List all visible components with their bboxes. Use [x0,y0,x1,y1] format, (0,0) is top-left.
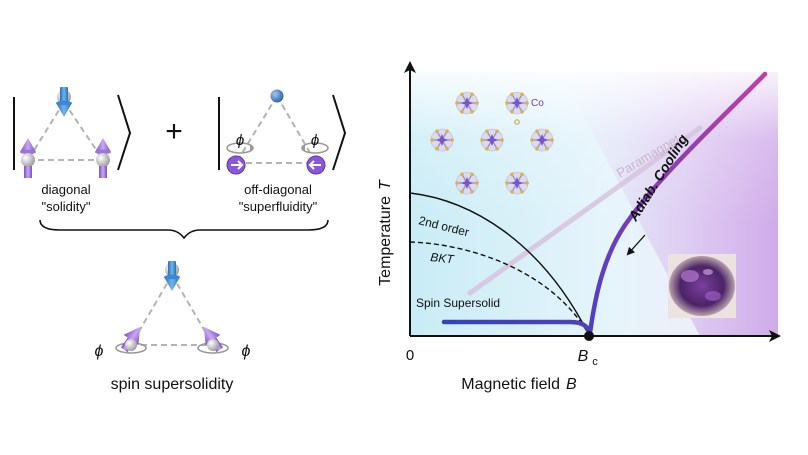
supersolidity-label: spin supersolidity [111,376,234,393]
spin-up-purple-left [20,138,36,178]
critical-point [584,331,594,341]
adiabatic-cooling-curve [441,71,768,342]
plus-sign: + [165,115,183,148]
x-axis-symbol: B [566,376,577,393]
phase-diagram: Co Paramagnet 2nd order BKT Spin Superso… [377,61,781,393]
y-axis-symbol: T [377,179,394,190]
phi-left-label: ϕ [236,132,244,149]
bkt-boundary [409,241,589,334]
spin-up-purple-right [95,138,111,178]
diagonal-label: diagonal [41,182,90,197]
offdiagonal-sub-label: "superfluidity" [239,199,318,214]
supersolid-label: Spin Supersolid [416,296,500,310]
co-label: Co [531,98,544,109]
phi-right-label: ϕ [311,132,319,149]
phi-right-label: ϕ [242,343,251,360]
ket-angle-right [332,94,347,171]
cooling-direction-arrow [626,234,646,256]
spin-down-blue-result [164,247,180,291]
critical-field-label: B c [578,348,599,368]
top-site [270,89,284,103]
inplane-spin-right: ϕ [301,132,329,175]
offdiagonal-label: off-diagonal [244,182,312,197]
x-axis-title: Magnetic field [461,376,560,393]
co-site-marker [514,119,520,125]
canted-spin-right: ϕ [197,326,251,360]
second-order-boundary [409,192,589,334]
phi-left-label: ϕ [95,343,104,360]
diagonal-ket: diagonal "solidity" [13,74,132,214]
y-axis-title: Temperature [377,196,394,286]
triangle-bonds [235,95,317,164]
bc-symbol: B [578,348,589,365]
crystal-photo [668,254,736,318]
bkt-label: BKT [430,250,456,267]
ket-angle-right [117,94,132,171]
lattice-structure: Co [429,91,555,195]
origin-label: 0 [406,347,414,364]
offdiagonal-ket: ϕ ϕ off-diagonal "superfluidity" [218,89,347,214]
y-axis-title-group: Temperature T [377,179,394,286]
canted-spin-left: ϕ [95,326,147,360]
bc-subscript: c [592,356,598,368]
triangle-bonds [27,101,104,161]
diagonal-sub-label: "solidity" [42,199,91,214]
paramagnet-line [467,125,703,296]
inplane-spin-left: ϕ [226,132,254,175]
curly-brace [39,219,329,240]
supersolid-spins: ϕ ϕ [95,247,251,360]
left-panel: diagonal "solidity" + ϕ [13,74,347,393]
spin-down-blue [56,74,72,117]
